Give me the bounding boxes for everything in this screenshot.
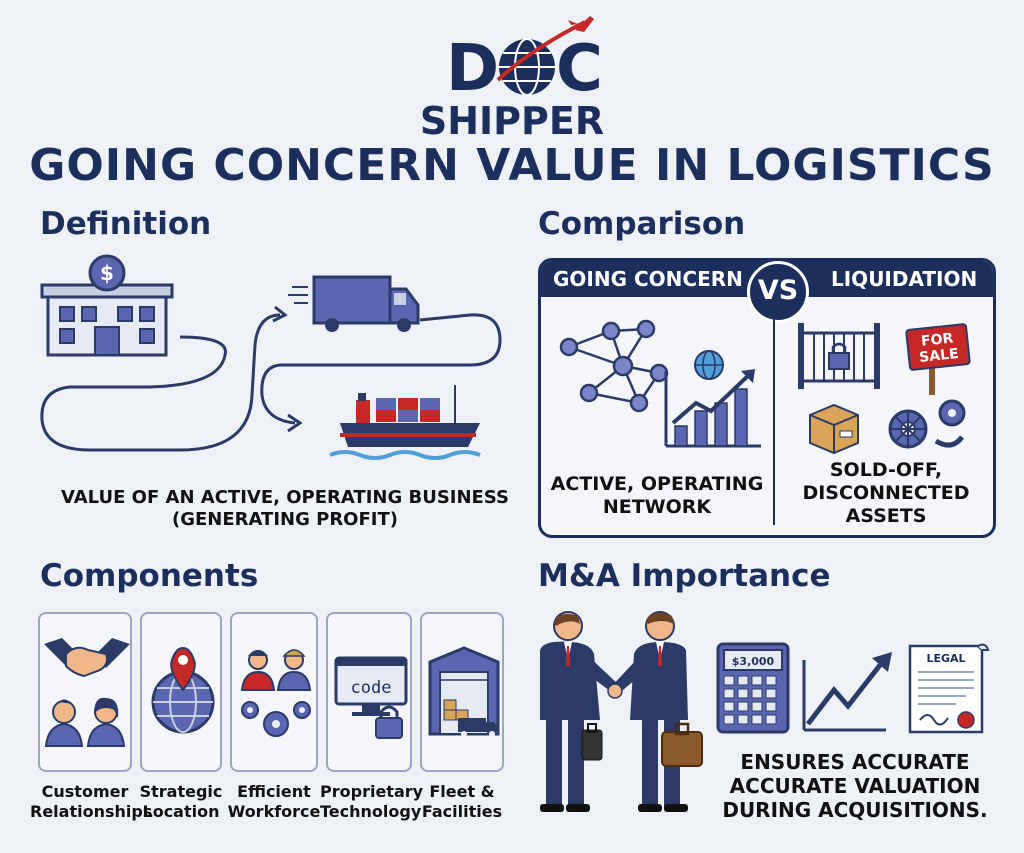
network-nodes-icon	[559, 319, 669, 413]
ma-caption-line3: DURING ACQUISITIONS.	[722, 798, 988, 822]
liquidation-caption-line3: ASSETS	[845, 504, 927, 527]
definition-caption-line1: VALUE OF AN ACTIVE, OPERATING BUSINESS	[61, 487, 509, 508]
svg-text:$: $	[100, 261, 114, 285]
component-label-line2: Relationships	[30, 802, 153, 821]
businessmen-handshake-illustration	[540, 611, 703, 812]
component-label-line1: Fleet &	[429, 782, 495, 801]
logo-letter-d: D	[446, 32, 499, 106]
page-title: GOING CONCERN VALUE IN LOGISTICS	[29, 140, 995, 191]
component-label-efficient-workforce: Efficient Workforce	[226, 782, 322, 822]
component-label-line1: Efficient	[237, 782, 311, 801]
component-label-line1: Customer	[41, 782, 129, 801]
delivery-truck-icon	[288, 275, 420, 332]
businessman-left-icon	[540, 611, 620, 812]
legal-document-label: LEGAL	[926, 652, 965, 665]
going-concern-caption-line2: NETWORK	[602, 495, 712, 518]
definition-illustration: $	[40, 254, 502, 460]
definition-heading: Definition	[40, 206, 212, 242]
calculator-display-text: $3,000	[732, 655, 775, 668]
code-lock-icon: code	[334, 656, 408, 739]
going-concern-caption-line1: ACTIVE, OPERATING	[550, 473, 764, 495]
component-label-line2: Facilities	[421, 802, 503, 821]
components-heading: Components	[40, 558, 259, 594]
warehouse-truck-icon	[428, 646, 500, 737]
ma-caption: ENSURES ACCURATE ACCURATE VALUATION DURI…	[710, 750, 1000, 822]
vs-badge: VS	[747, 261, 809, 323]
component-card-customer-relationships	[38, 612, 132, 772]
definition-caption: VALUE OF AN ACTIVE, OPERATING BUSINESS (…	[40, 487, 530, 530]
component-label-line1: Proprietary	[320, 782, 424, 801]
liquidation-caption-line1: SOLD-OFF,	[829, 459, 943, 481]
component-label-line2: Workforce	[227, 802, 321, 821]
growth-chart-icon	[664, 350, 761, 448]
definition-caption-line2: (GENERATING PROFIT)	[172, 508, 398, 530]
handshake-people-icon	[44, 638, 130, 747]
network-growth-illustration	[559, 319, 761, 448]
component-card-proprietary-technology: code	[326, 612, 412, 772]
component-label-proprietary-technology: Proprietary Technology	[320, 782, 424, 822]
rising-trend-arrow-icon	[802, 652, 892, 732]
comparison-panel: GOING CONCERN LIQUIDATION VS	[538, 258, 996, 538]
component-label-line1: Strategic	[139, 782, 223, 801]
liquidation-illustration: FOR SALE	[798, 323, 971, 455]
component-card-strategic-location	[140, 612, 222, 772]
businessman-right-icon	[610, 611, 703, 812]
comparison-divider	[773, 315, 775, 525]
cardboard-box-icon	[809, 403, 859, 455]
globe-icon	[496, 20, 586, 96]
broken-gears-icon	[888, 399, 966, 449]
component-label-fleet-facilities: Fleet & Facilities	[418, 782, 506, 822]
component-label-strategic-location: Strategic Location	[138, 782, 224, 822]
logo-letter-c: C	[556, 32, 603, 106]
code-text: code	[351, 678, 392, 698]
component-label-line2: Technology	[320, 802, 422, 821]
logo-shipper-text: SHIPPER	[420, 99, 604, 143]
liquidation-caption-line2: DISCONNECTED	[802, 481, 970, 504]
liquidation-caption: SOLD-OFF, DISCONNECTED ASSETS	[777, 459, 993, 527]
ma-caption-line2: ACCURATE VALUATION	[729, 774, 981, 798]
airplane-icon	[568, 16, 594, 32]
component-card-efficient-workforce	[230, 612, 318, 772]
ma-importance-heading: M&A Importance	[538, 558, 831, 594]
bank-building-icon: $	[40, 254, 174, 357]
component-label-customer-relationships: Customer Relationships	[30, 782, 153, 822]
for-sale-sign-icon: FOR SALE	[905, 323, 971, 395]
for-sale-text-line2: SALE	[919, 346, 960, 366]
container-ship-icon	[329, 385, 481, 460]
for-sale-text-line1: FOR	[920, 330, 954, 349]
calculator-icon: $3,000	[716, 642, 790, 734]
liquidation-label: LIQUIDATION	[831, 267, 978, 291]
going-concern-caption: ACTIVE, OPERATING NETWORK	[547, 473, 767, 519]
component-card-fleet-facilities	[420, 612, 504, 772]
going-concern-label: GOING CONCERN	[553, 267, 743, 291]
ma-icons-row: $3,000 LEGAL	[716, 642, 990, 734]
ma-caption-line1: ENSURES ACCURATE	[740, 750, 970, 774]
legal-document-icon: LEGAL	[908, 643, 990, 734]
comparison-heading: Comparison	[538, 206, 746, 242]
globe-pin-icon	[151, 646, 215, 734]
workers-gears-icon	[240, 649, 312, 737]
docshipper-logo: D C SHIPPER	[0, 10, 1024, 143]
component-label-line2: Location	[142, 802, 220, 821]
locked-gate-icon	[798, 323, 880, 389]
